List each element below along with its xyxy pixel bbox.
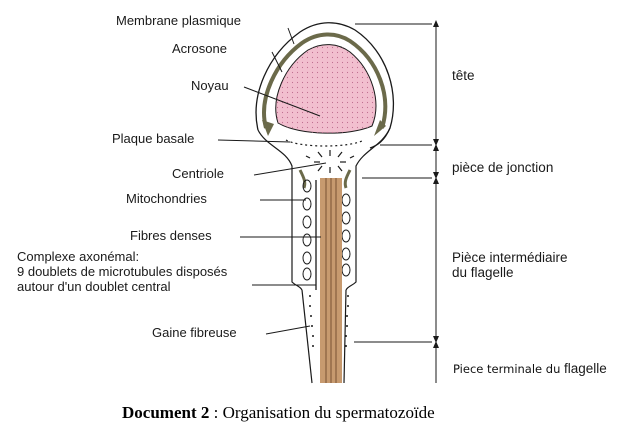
label-membrane: Membrane plasmique: [116, 13, 241, 28]
label-acrosome: Acrosone: [172, 41, 227, 56]
leader-lines: [217, 23, 437, 383]
midpiece-right-wall: [345, 190, 357, 291]
caption: Document 2 : Organisation du spermatozoï…: [122, 403, 435, 422]
neck-right-wall: [355, 127, 391, 190]
caption-rest: : Organisation du spermatozoïde: [209, 403, 434, 422]
plaque-basale: [285, 139, 365, 147]
fibrous-sheath-dots: [309, 295, 349, 347]
label-plaque: Plaque basale: [112, 131, 194, 146]
caption-bold: Document 2: [122, 403, 209, 422]
label-complexe-3: autour d'un doublet central: [17, 279, 171, 294]
centriole-figure: [305, 150, 355, 173]
label-gaine: Gaine fibreuse: [152, 325, 237, 340]
label-complexe-1: Complexe axonémal:: [17, 249, 139, 264]
neck-left-dark: [298, 169, 307, 189]
region-tete: tête: [452, 68, 475, 83]
region-intermediaire-1: Pièce intermédiaire: [452, 250, 568, 265]
acrosome-cap: [262, 32, 388, 129]
neck-left-wall: [257, 129, 293, 190]
region-intermediaire-2: du flagelle: [452, 265, 514, 280]
region-jonction: pièce de jonction: [452, 160, 553, 175]
region-terminale-a: Piece terminale du: [453, 362, 564, 376]
label-complexe-2: 9 doublets de microtubules disposés: [17, 264, 228, 279]
label-mitochondries: Mitochondries: [126, 191, 207, 206]
label-centriole: Centriole: [172, 166, 224, 181]
mitochondria-left: [302, 179, 312, 281]
mitochondria-right: [341, 193, 351, 277]
principal-right-wall: [343, 289, 347, 384]
region-terminale-b: flagelle: [564, 361, 607, 376]
midpiece-left-wall: [291, 190, 303, 291]
principal-left-wall: [301, 289, 313, 384]
nucleus-texture: [275, 44, 376, 134]
label-noyau: Noyau: [191, 78, 229, 93]
region-terminale: Piece terminale du flagelle: [453, 361, 607, 376]
neck-right-dark: [343, 169, 352, 189]
label-fibres: Fibres denses: [130, 228, 212, 243]
acrosome-right-tip: [374, 120, 386, 136]
acrosome-left-tip: [262, 120, 274, 136]
brace-arrows: [433, 20, 439, 348]
